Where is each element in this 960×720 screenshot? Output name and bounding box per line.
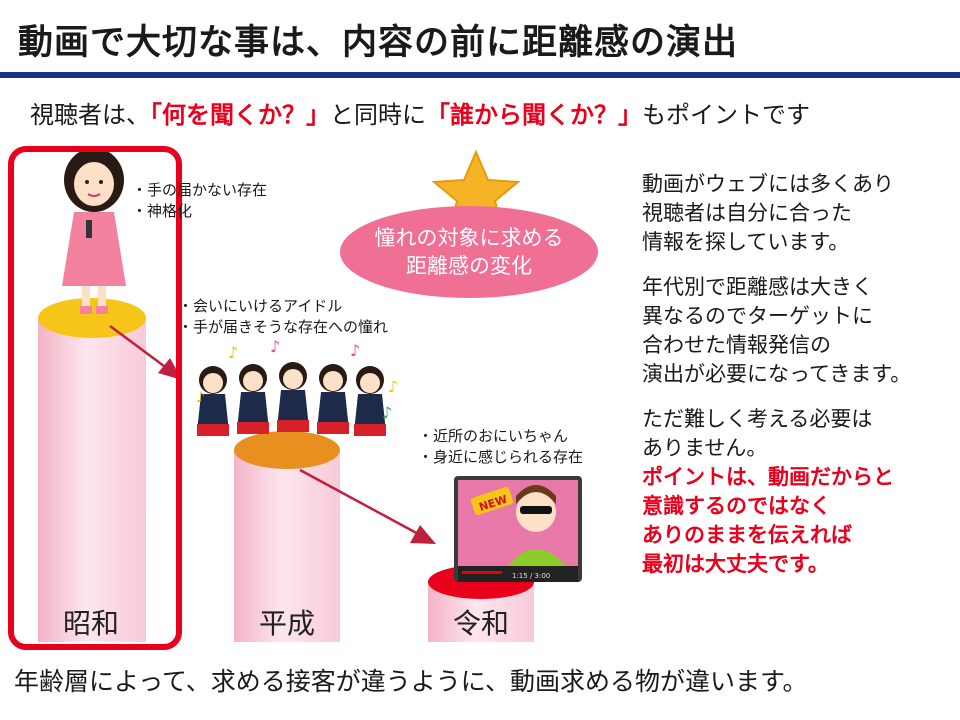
reiwa-note-1: ・近所のおにいちゃん xyxy=(418,427,569,445)
showa-highlight-frame xyxy=(8,146,182,650)
svg-text:♪: ♪ xyxy=(196,390,205,406)
video-player: NEW 1:15 / 3:00 xyxy=(454,476,582,582)
showa-note-2: ・神格化 xyxy=(132,202,193,220)
showa-idol-figure xyxy=(62,148,126,314)
distance-change-bubble: 憧れの対象に求める 距離感の変化 xyxy=(340,206,598,298)
reiwa-note-2: ・身近に感じられる存在 xyxy=(418,448,584,466)
slide-title: 動画で大切な事は、内容の前に距離感の演出 xyxy=(18,23,739,63)
heisei-note-2: ・手が届きそうな存在への憧れ xyxy=(178,318,389,336)
explanation-key-point: ポイントは、動画だからと 意識するのではなく ありのままを伝えれば 最初は大丈夫… xyxy=(642,465,894,576)
bubble-line-1: 憧れの対象に求める xyxy=(374,226,564,250)
bubble-line-2: 距離感の変化 xyxy=(406,254,532,278)
pillar-showa xyxy=(38,298,146,642)
subtitle-emphasis-what: 「何を聞くか？」 xyxy=(150,101,330,129)
showa-notes: ・手の届かない存在 ・神格化 xyxy=(132,180,267,222)
explanation-paragraph-3: ただ難しく考える必要は ありません。 xyxy=(642,407,873,460)
explanation-paragraph-1: 動画がウェブには多くあり 視聴者は自分に合った 情報を探しています。 xyxy=(642,172,894,254)
svg-text:♪: ♪ xyxy=(228,343,238,362)
subtitle-prefix: 視聴者は、 xyxy=(30,101,150,129)
subtitle: 視聴者は、「何を聞くか？」と同時に「誰から聞くか？」もポイントです xyxy=(30,95,810,130)
era-label-showa: 昭和 xyxy=(63,607,120,640)
svg-text:♪: ♪ xyxy=(270,337,280,356)
era-illustration: ♪ ♪ ♪ ♪ ♪ ♪ NEW 1:15 / 3:00 xyxy=(38,148,582,642)
title-underline xyxy=(0,72,960,78)
subtitle-suffix: もポイントです xyxy=(642,101,810,129)
explanation-paragraph-2: 年代別で距離感は大きく 異なるのでターゲットに 合わせた情報発信の 演出が必要に… xyxy=(642,275,912,386)
arrow-heisei-to-reiwa xyxy=(299,468,436,544)
heisei-note-1: ・会いにいけるアイドル xyxy=(178,297,343,315)
subtitle-emphasis-who: 「誰から聞くか？」 xyxy=(426,101,642,129)
reiwa-notes: ・近所のおにいちゃん ・身近に感じられる存在 xyxy=(418,426,583,468)
showa-note-1: ・手の届かない存在 xyxy=(132,181,268,199)
video-timestamp: 1:15 / 3:00 xyxy=(512,572,550,580)
explanation-text: 動画がウェブには多くあり 視聴者は自分に合った 情報を探しています。 年代別で距… xyxy=(642,170,952,595)
bottom-summary: 年齢層によって、求める接客が違うように、動画求める物が違います。 xyxy=(14,667,808,696)
era-label-heisei: 平成 xyxy=(259,607,316,640)
heisei-idol-group: ♪ ♪ ♪ ♪ ♪ ♪ xyxy=(196,337,398,436)
heisei-notes: ・会いにいけるアイドル ・手が届きそうな存在への憧れ xyxy=(178,296,388,338)
subtitle-mid: と同時に xyxy=(330,101,426,129)
svg-text:♪: ♪ xyxy=(350,341,360,360)
svg-text:♪: ♪ xyxy=(388,377,398,396)
svg-text:♪: ♪ xyxy=(382,403,392,422)
era-label-reiwa: 令和 xyxy=(453,607,510,640)
